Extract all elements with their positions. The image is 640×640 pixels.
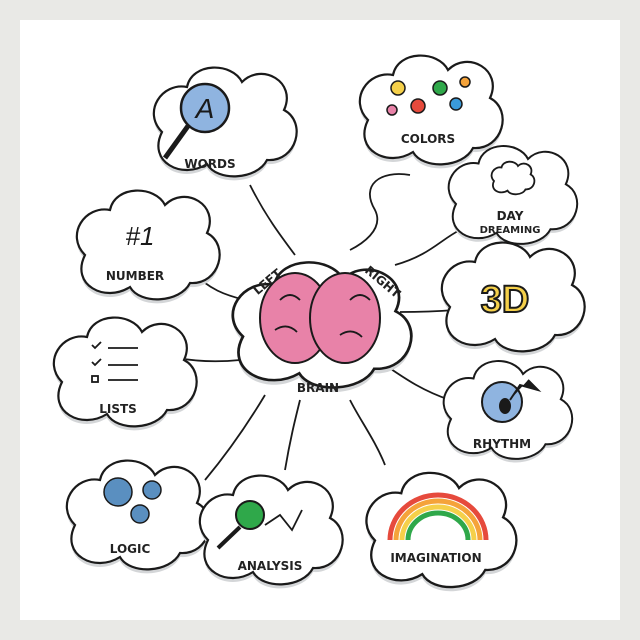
small-cloud-icon — [490, 160, 536, 196]
analysis-node[interactable]: ANALYSIS — [198, 474, 344, 589]
3d-node[interactable]: 3D — [440, 241, 586, 356]
imagination-label: IMAGINATION — [390, 551, 481, 565]
logic-label: LOGIC — [110, 542, 151, 556]
gears-icon — [103, 477, 162, 524]
lists-node[interactable]: LISTS — [52, 316, 198, 431]
color-dots-icon — [386, 76, 471, 116]
imagination-node[interactable]: IMAGINATION — [365, 471, 518, 592]
letter-a: A — [194, 93, 215, 124]
colors-node[interactable]: COLORS — [358, 54, 504, 169]
colors-label: COLORS — [401, 132, 455, 146]
number-label: NUMBER — [106, 269, 164, 283]
music-eye-icon — [481, 379, 542, 423]
rhythm-label: RHYTHM — [473, 437, 531, 451]
brain-icon — [259, 272, 381, 364]
magnifier-icon — [162, 82, 231, 160]
rainbow-icon — [387, 492, 489, 541]
dreaming-label: DREAMING — [480, 225, 541, 236]
analysis-label: ANALYSIS — [238, 559, 303, 573]
logic-node[interactable]: LOGIC — [65, 459, 211, 574]
rhythm-node[interactable]: RHYTHM — [442, 360, 574, 463]
number-glyph: #1 — [126, 221, 155, 251]
number-node[interactable]: #1 NUMBER — [75, 189, 221, 304]
day-label: DAY — [497, 209, 524, 223]
analysis-icon — [216, 500, 303, 550]
daydreaming-node[interactable]: DAY DREAMING — [447, 145, 579, 248]
lists-label: LISTS — [99, 402, 137, 416]
3d-glyph: 3D — [481, 279, 530, 321]
words-label: WORDS — [184, 157, 235, 171]
checklist-icon — [91, 341, 138, 383]
brain-label: BRAIN — [297, 381, 339, 395]
words-node[interactable]: A WORDS — [152, 66, 298, 181]
